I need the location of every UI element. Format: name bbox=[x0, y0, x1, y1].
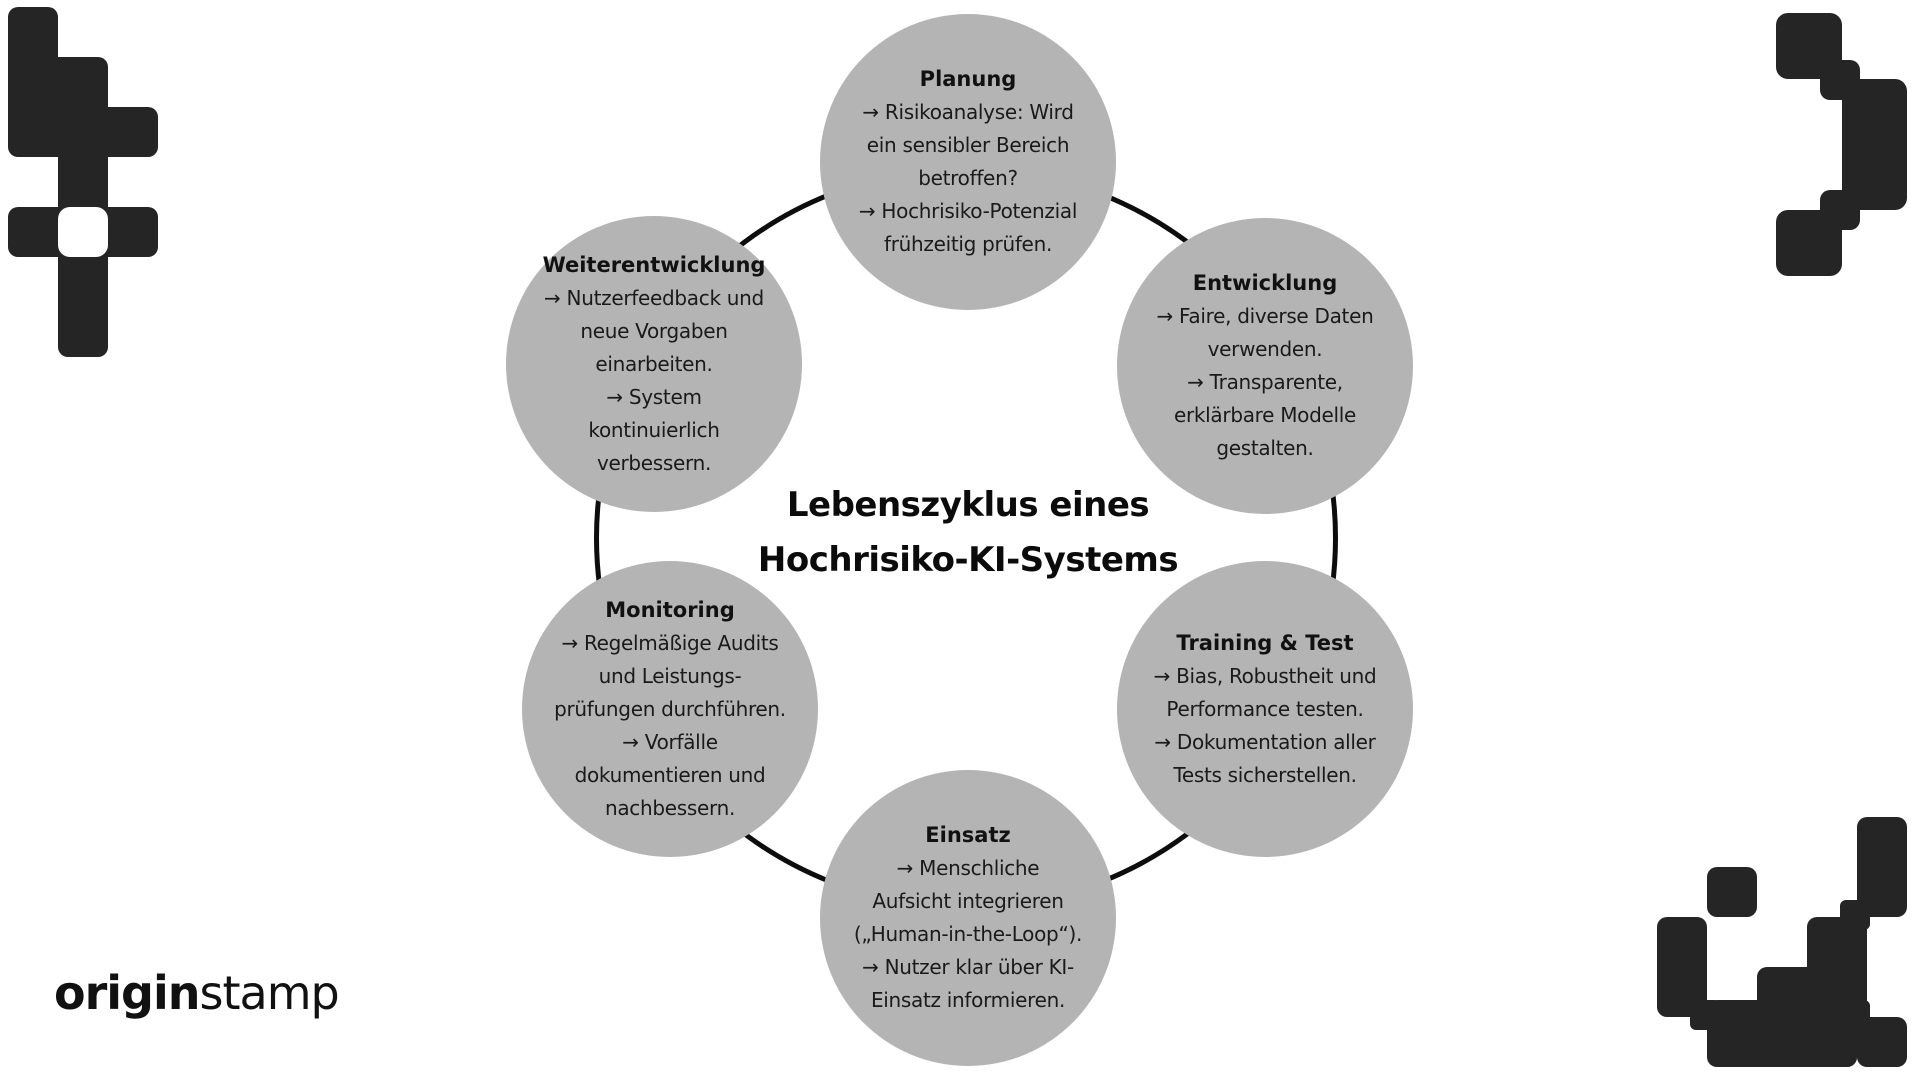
diagram-title-line-1: Lebenszyklus eines bbox=[786, 485, 1150, 525]
phase-title: Weiterentwicklung bbox=[542, 252, 766, 277]
phase-title: Monitoring bbox=[605, 597, 735, 622]
phase-text: → Nutzerfeedback und bbox=[544, 285, 764, 310]
phase-text: → Vorfälle bbox=[622, 729, 718, 754]
phase-text: → Regelmäßige Audits bbox=[561, 630, 779, 655]
phase-text: verbessern. bbox=[596, 450, 712, 475]
phase-text: und Leistungs- bbox=[598, 663, 742, 688]
phase-text: nachbessern. bbox=[604, 795, 736, 820]
phase-text: prüfungen durchführen. bbox=[554, 696, 786, 721]
phase-text: ein sensibler Bereich bbox=[866, 133, 1070, 157]
phase-title: Einsatz bbox=[925, 823, 1011, 847]
phase-text: → Bias, Robustheit und bbox=[1153, 663, 1377, 688]
phase-text: dokumentieren und bbox=[574, 762, 766, 787]
phase-title: Training & Test bbox=[1176, 630, 1354, 655]
phase-text: → System bbox=[606, 384, 702, 409]
phase-text: → Dokumentation aller bbox=[1154, 729, 1376, 754]
phase-text: Performance testen. bbox=[1166, 696, 1364, 721]
phase-text: frühzeitig prüfen. bbox=[884, 232, 1052, 256]
pixel-decoration-top-right-icon bbox=[1776, 13, 1907, 276]
phase-text: → Nutzer klar über KI- bbox=[862, 955, 1074, 979]
phase-weiterentwicklung: Weiterentwicklung → Nutzerfeedback und n… bbox=[506, 216, 802, 512]
phase-text: verwenden. bbox=[1207, 337, 1323, 361]
phase-text: → Risikoanalyse: Wird bbox=[862, 100, 1074, 124]
phase-planung: Planung → Risikoanalyse: Wird ein sensib… bbox=[820, 14, 1116, 310]
phase-text: → Hochrisiko-Potenzial bbox=[858, 199, 1078, 223]
phase-text: → Faire, diverse Daten bbox=[1156, 304, 1374, 328]
pixel-decoration-top-left-icon bbox=[8, 7, 158, 357]
phase-text: erklärbare Modelle bbox=[1173, 403, 1357, 427]
phase-monitoring: Monitoring → Regelmäßige Audits und Leis… bbox=[522, 561, 818, 857]
phase-text: gestalten. bbox=[1216, 436, 1314, 460]
phase-text: Tests sicherstellen. bbox=[1173, 762, 1357, 787]
phase-text: → Transparente, bbox=[1187, 370, 1343, 394]
phase-text: („Human-in-the-Loop“). bbox=[853, 922, 1083, 946]
phase-text: kontinuierlich bbox=[588, 417, 720, 442]
pixel-decoration-bottom-right-icon bbox=[1657, 817, 1907, 1067]
logo-bold-part: origin bbox=[54, 966, 200, 1020]
phase-einsatz: Einsatz → Menschliche Aufsicht integrier… bbox=[820, 770, 1116, 1066]
phase-entwicklung: Entwicklung → Faire, diverse Daten verwe… bbox=[1117, 218, 1413, 514]
phase-text: betroffen? bbox=[918, 166, 1018, 190]
phase-text: → Menschliche bbox=[896, 856, 1040, 880]
phase-title: Entwicklung bbox=[1192, 271, 1338, 295]
phase-title: Planung bbox=[919, 67, 1017, 91]
logo-regular-part: stamp bbox=[199, 966, 340, 1020]
diagram-title: Lebenszyklus eines Hochrisiko-KI-Systems bbox=[718, 478, 1218, 588]
phase-text: neue Vorgaben bbox=[580, 318, 728, 343]
phase-text: Aufsicht integrieren bbox=[872, 889, 1064, 913]
originstamp-logo: originstamp bbox=[54, 966, 340, 1020]
phase-training-test: Training & Test → Bias, Robustheit und P… bbox=[1117, 561, 1413, 857]
phase-text: einarbeiten. bbox=[595, 351, 713, 376]
diagram-title-line-2: Hochrisiko-KI-Systems bbox=[757, 540, 1179, 580]
phase-text: Einsatz informieren. bbox=[870, 988, 1066, 1012]
